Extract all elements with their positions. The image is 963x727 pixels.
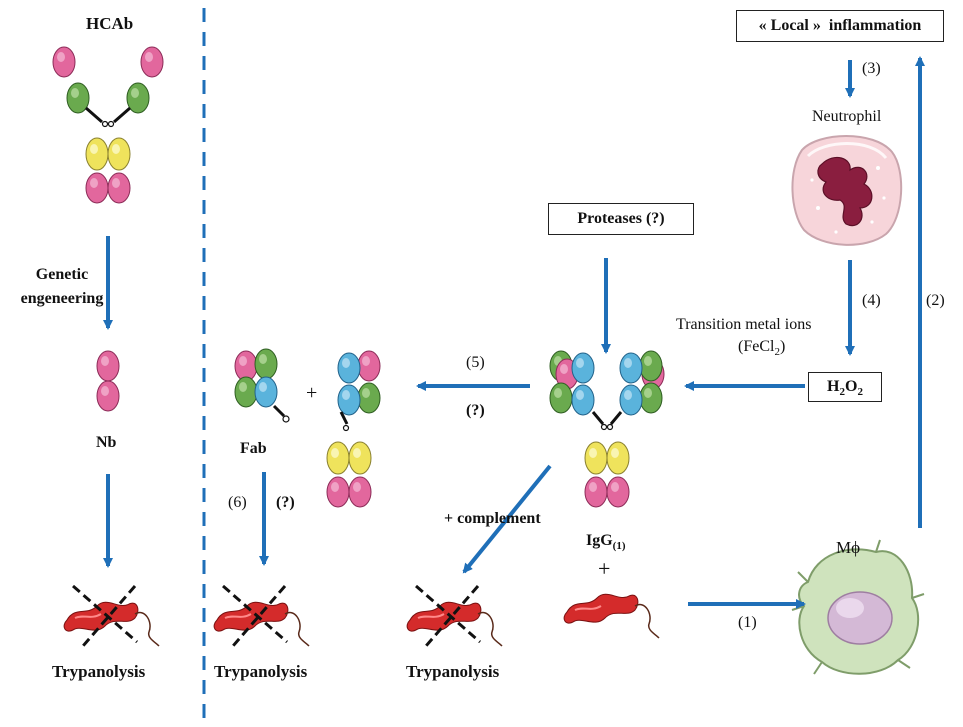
trypanosome-icon: [563, 593, 660, 639]
trypanolysis-label-fab: Trypanolysis: [214, 662, 308, 681]
step5-label: (5): [466, 354, 485, 371]
fecl-sub: 2: [774, 346, 780, 359]
fecl-label: (FeCl: [738, 338, 775, 355]
plus-igg: +: [598, 556, 611, 581]
igg-antibody-icon: [549, 350, 665, 507]
step1-label: (1): [738, 614, 757, 631]
genetic-label-line2: engeneering: [20, 290, 104, 307]
igg-label: IgG(1): [586, 532, 626, 553]
macrophage-label: Mϕ: [836, 538, 861, 557]
macrophage-cell-icon: [791, 539, 925, 675]
neutrophil-cell-icon: [791, 135, 903, 246]
inflammation-label: inflammation: [828, 17, 922, 34]
nanobody-icon: [96, 350, 120, 412]
trypanolysis-label-left: Trypanolysis: [52, 662, 146, 681]
proteases-box: Proteases (?): [548, 203, 694, 235]
step2-label: (2): [926, 292, 945, 309]
trypanosome-lysed-icon-1: [63, 584, 160, 648]
fecl-close: ): [779, 338, 786, 355]
h2o2-h: H: [827, 378, 840, 395]
trypanosome-lysed-icon-3: [406, 584, 503, 648]
h2o2-sub2: 2: [857, 386, 863, 399]
fab-label: Fab: [240, 440, 267, 457]
plus-fab: +: [306, 382, 318, 404]
neutrophil-label: Neutrophil: [812, 108, 882, 125]
trypanosome-lysed-icon-2: [213, 584, 310, 648]
igg-remnant-icon: [327, 350, 381, 507]
step6-question: (?): [276, 494, 295, 511]
complement-label: + complement: [444, 510, 541, 527]
transition-label-line2: (FeCl2): [738, 338, 785, 359]
h2o2-sub1: 2: [839, 386, 846, 399]
step3-label: (3): [862, 60, 881, 77]
step5-question: (?): [466, 402, 485, 419]
step6-label: (6): [228, 494, 247, 511]
trypanolysis-label-complement: Trypanolysis: [406, 662, 500, 681]
transition-label-line1: Transition metal ions: [676, 316, 812, 333]
h2o2-box: H2O2: [808, 372, 882, 402]
igg-sub: (1): [612, 540, 626, 553]
hcab-antibody-icon: [52, 46, 164, 203]
step4-label: (4): [862, 292, 881, 309]
genetic-label-line1: Genetic: [35, 266, 89, 283]
arrow-complement: [462, 464, 552, 574]
nb-label: Nb: [96, 434, 117, 451]
hcab-label: HCAb: [86, 14, 134, 33]
fab-fragment-icon: [234, 348, 290, 423]
local-label: « Local »: [758, 17, 821, 34]
h2o2-o: O: [845, 378, 858, 395]
igg-main: IgG: [586, 532, 613, 549]
local-inflammation-box: « Local » inflammation: [736, 10, 944, 42]
